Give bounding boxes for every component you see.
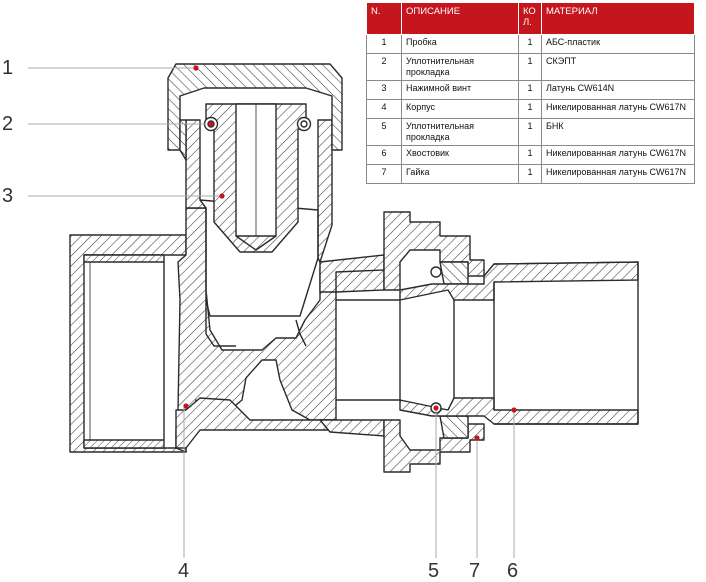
screw-part-3 [205,103,307,253]
cell-material: СКЭПТ [541,53,695,81]
marker-3 [219,193,225,199]
cell-quantity: 1 [518,145,542,165]
callout-6: 6 [507,560,519,582]
marker-1 [193,65,199,71]
cell-material: БНК [541,118,695,146]
cell-description: Нажимной винт [401,80,519,100]
cell-number: 7 [366,164,402,184]
parts-table: N. ОПИСАНИЕ КО Л. МАТЕРИАЛ 1 Пробка 1 АБ… [366,2,695,184]
cell-number: 2 [366,53,402,81]
cell-quantity: 1 [518,53,542,81]
table-row: 4 Корпус 1 Никелированная латунь CW617N [366,99,695,119]
cell-quantity: 1 [518,80,542,100]
table-row: 5 Уплотнительная прокладка 1 БНК [366,118,695,146]
cell-number: 5 [366,118,402,146]
cell-material: АБС-пластик [541,34,695,54]
header-quantity: КО Л. [518,2,542,35]
cell-description: Уплотнительная прокладка [401,53,519,81]
table-header-row: N. ОПИСАНИЕ КО Л. МАТЕРИАЛ [366,2,695,35]
cell-description: Хвостовик [401,145,519,165]
cell-description: Корпус [401,99,519,119]
table-row: 6 Хвостовик 1 Никелированная латунь CW61… [366,145,695,165]
header-material: МАТЕРИАЛ [541,2,695,35]
callout-3: 3 [2,185,14,207]
marker-4 [183,403,189,409]
callout-2: 2 [2,113,14,135]
callout-4: 4 [178,560,190,582]
part-markers [183,65,517,441]
shank-part-6 [399,261,639,425]
marker-7 [474,435,480,441]
cell-material: Никелированная латунь CW617N [541,145,695,165]
cell-quantity: 1 [518,164,542,184]
table-row: 2 Уплотнительная прокладка 1 СКЭПТ [366,53,695,81]
nut-part-7 [383,211,485,473]
header-number: N. [366,2,402,35]
marker-5 [433,405,439,411]
callout-1: 1 [2,57,14,79]
callout-5: 5 [428,560,440,582]
cell-description: Пробка [401,34,519,54]
cell-number: 1 [366,34,402,54]
callout-7: 7 [469,560,481,582]
cell-description: Уплотнительная прокладка [401,118,519,146]
leader-lines [28,67,515,558]
marker-2 [208,121,214,127]
table-row: 3 Нажимной винт 1 Латунь CW614N [366,80,695,100]
cell-material: Латунь CW614N [541,80,695,100]
cell-number: 6 [366,145,402,165]
cell-description: Гайка [401,164,519,184]
header-description: ОПИСАНИЕ [401,2,519,35]
cap-part-1 [167,63,343,161]
table-row: 7 Гайка 1 Никелированная латунь CW617N [366,164,695,184]
cell-number: 4 [366,99,402,119]
cell-quantity: 1 [518,99,542,119]
cell-material: Никелированная латунь CW617N [541,99,695,119]
marker-6 [511,407,517,413]
cell-quantity: 1 [518,118,542,146]
cell-quantity: 1 [518,34,542,54]
cell-number: 3 [366,80,402,100]
body-part-4 [69,207,385,453]
table-row: 1 Пробка 1 АБС-пластик [366,34,695,54]
cell-material: Никелированная латунь CW617N [541,164,695,184]
